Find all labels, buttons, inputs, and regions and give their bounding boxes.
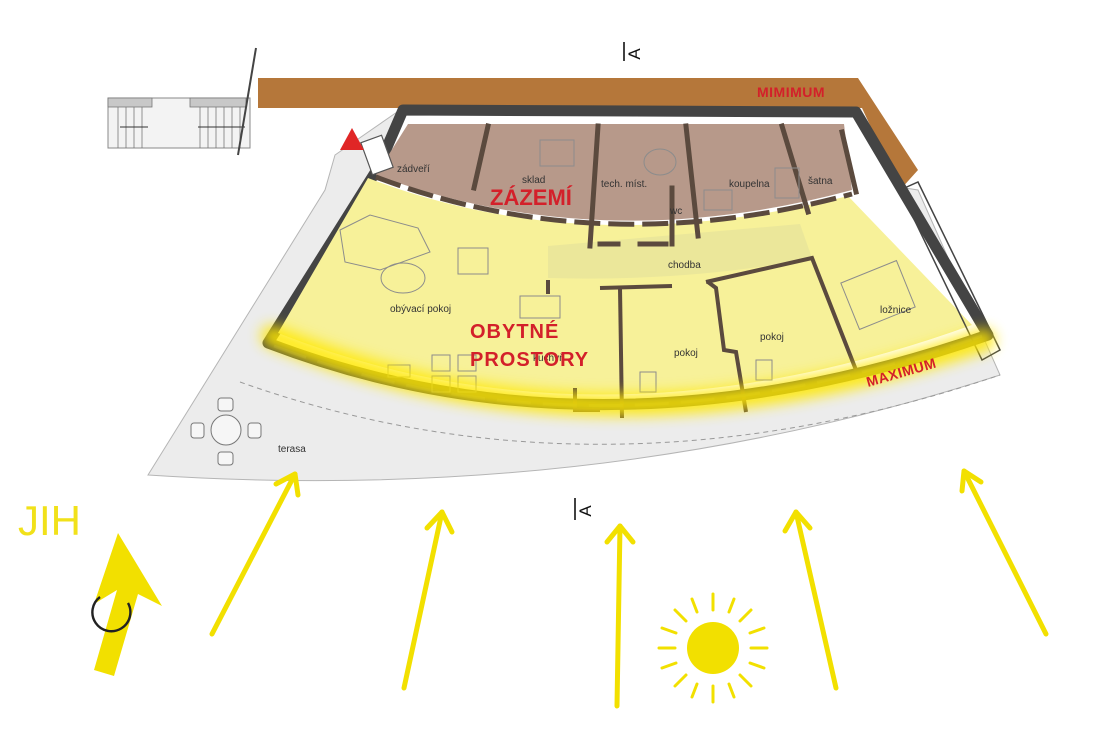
room-label-bathroom: koupelna: [729, 179, 770, 190]
edge-label-north-minimum: MIMIMUM: [757, 84, 825, 100]
room-label-storage: sklad: [522, 175, 545, 186]
partition-walls: [471, 122, 860, 249]
room-label-room-2: pokoj: [760, 332, 784, 343]
sun-ray-arrow: [782, 509, 839, 691]
room-label-living-room: obývací pokoj: [390, 304, 451, 315]
sun-ray-arrows: [209, 468, 1049, 709]
room-label-toilet: wc: [669, 206, 682, 217]
room-label-dressing-room: šatna: [808, 176, 833, 187]
south-label: JIH: [18, 497, 81, 544]
room-label-kitchen: kuchyň: [533, 353, 565, 364]
room-label-terrace: terasa: [278, 444, 306, 455]
rotation-circle-icon: [91, 596, 132, 633]
room-label-corridor: chodba: [668, 260, 701, 271]
terrace-table-set: [190, 397, 262, 466]
section-mark-bottom: A: [574, 498, 595, 520]
zone-label-living-line1: OBYTNÉ: [470, 320, 559, 343]
maximum-highlight-glow: [261, 325, 995, 416]
entrance-door: [360, 134, 394, 176]
section-mark-top: A: [623, 42, 644, 61]
entrance-marker-triangle: [340, 128, 364, 150]
furniture: [339, 139, 916, 393]
service-zone: [376, 124, 852, 221]
zone-label-service: ZÁZEMÍ: [490, 185, 573, 210]
section-mark-top-label: A: [625, 48, 644, 60]
room-label-vestibule: zádveří: [397, 164, 430, 175]
room-label-bedroom: ložnice: [880, 305, 912, 316]
corridor-band: [548, 224, 812, 279]
room-label-technical-room: tech. míst.: [601, 179, 647, 190]
east-balcony-frame: [898, 181, 1001, 362]
south-orientation: JIH: [18, 497, 162, 676]
zone-label-living-line2: PROSTORY: [470, 349, 589, 371]
sun-ray-arrow: [401, 509, 455, 691]
sun-ray-arrow: [604, 523, 636, 709]
terrace-dashed-edge: [239, 374, 1001, 445]
room-label-room-1: pokoj: [674, 348, 698, 359]
sun-ray-arrow: [959, 468, 1049, 637]
section-mark-bottom-label: A: [576, 505, 595, 517]
sun-icon: [657, 592, 769, 704]
entrance-stairs: [107, 47, 257, 156]
service-living-wall: [375, 174, 853, 227]
sun-ray-arrow: [209, 471, 301, 637]
